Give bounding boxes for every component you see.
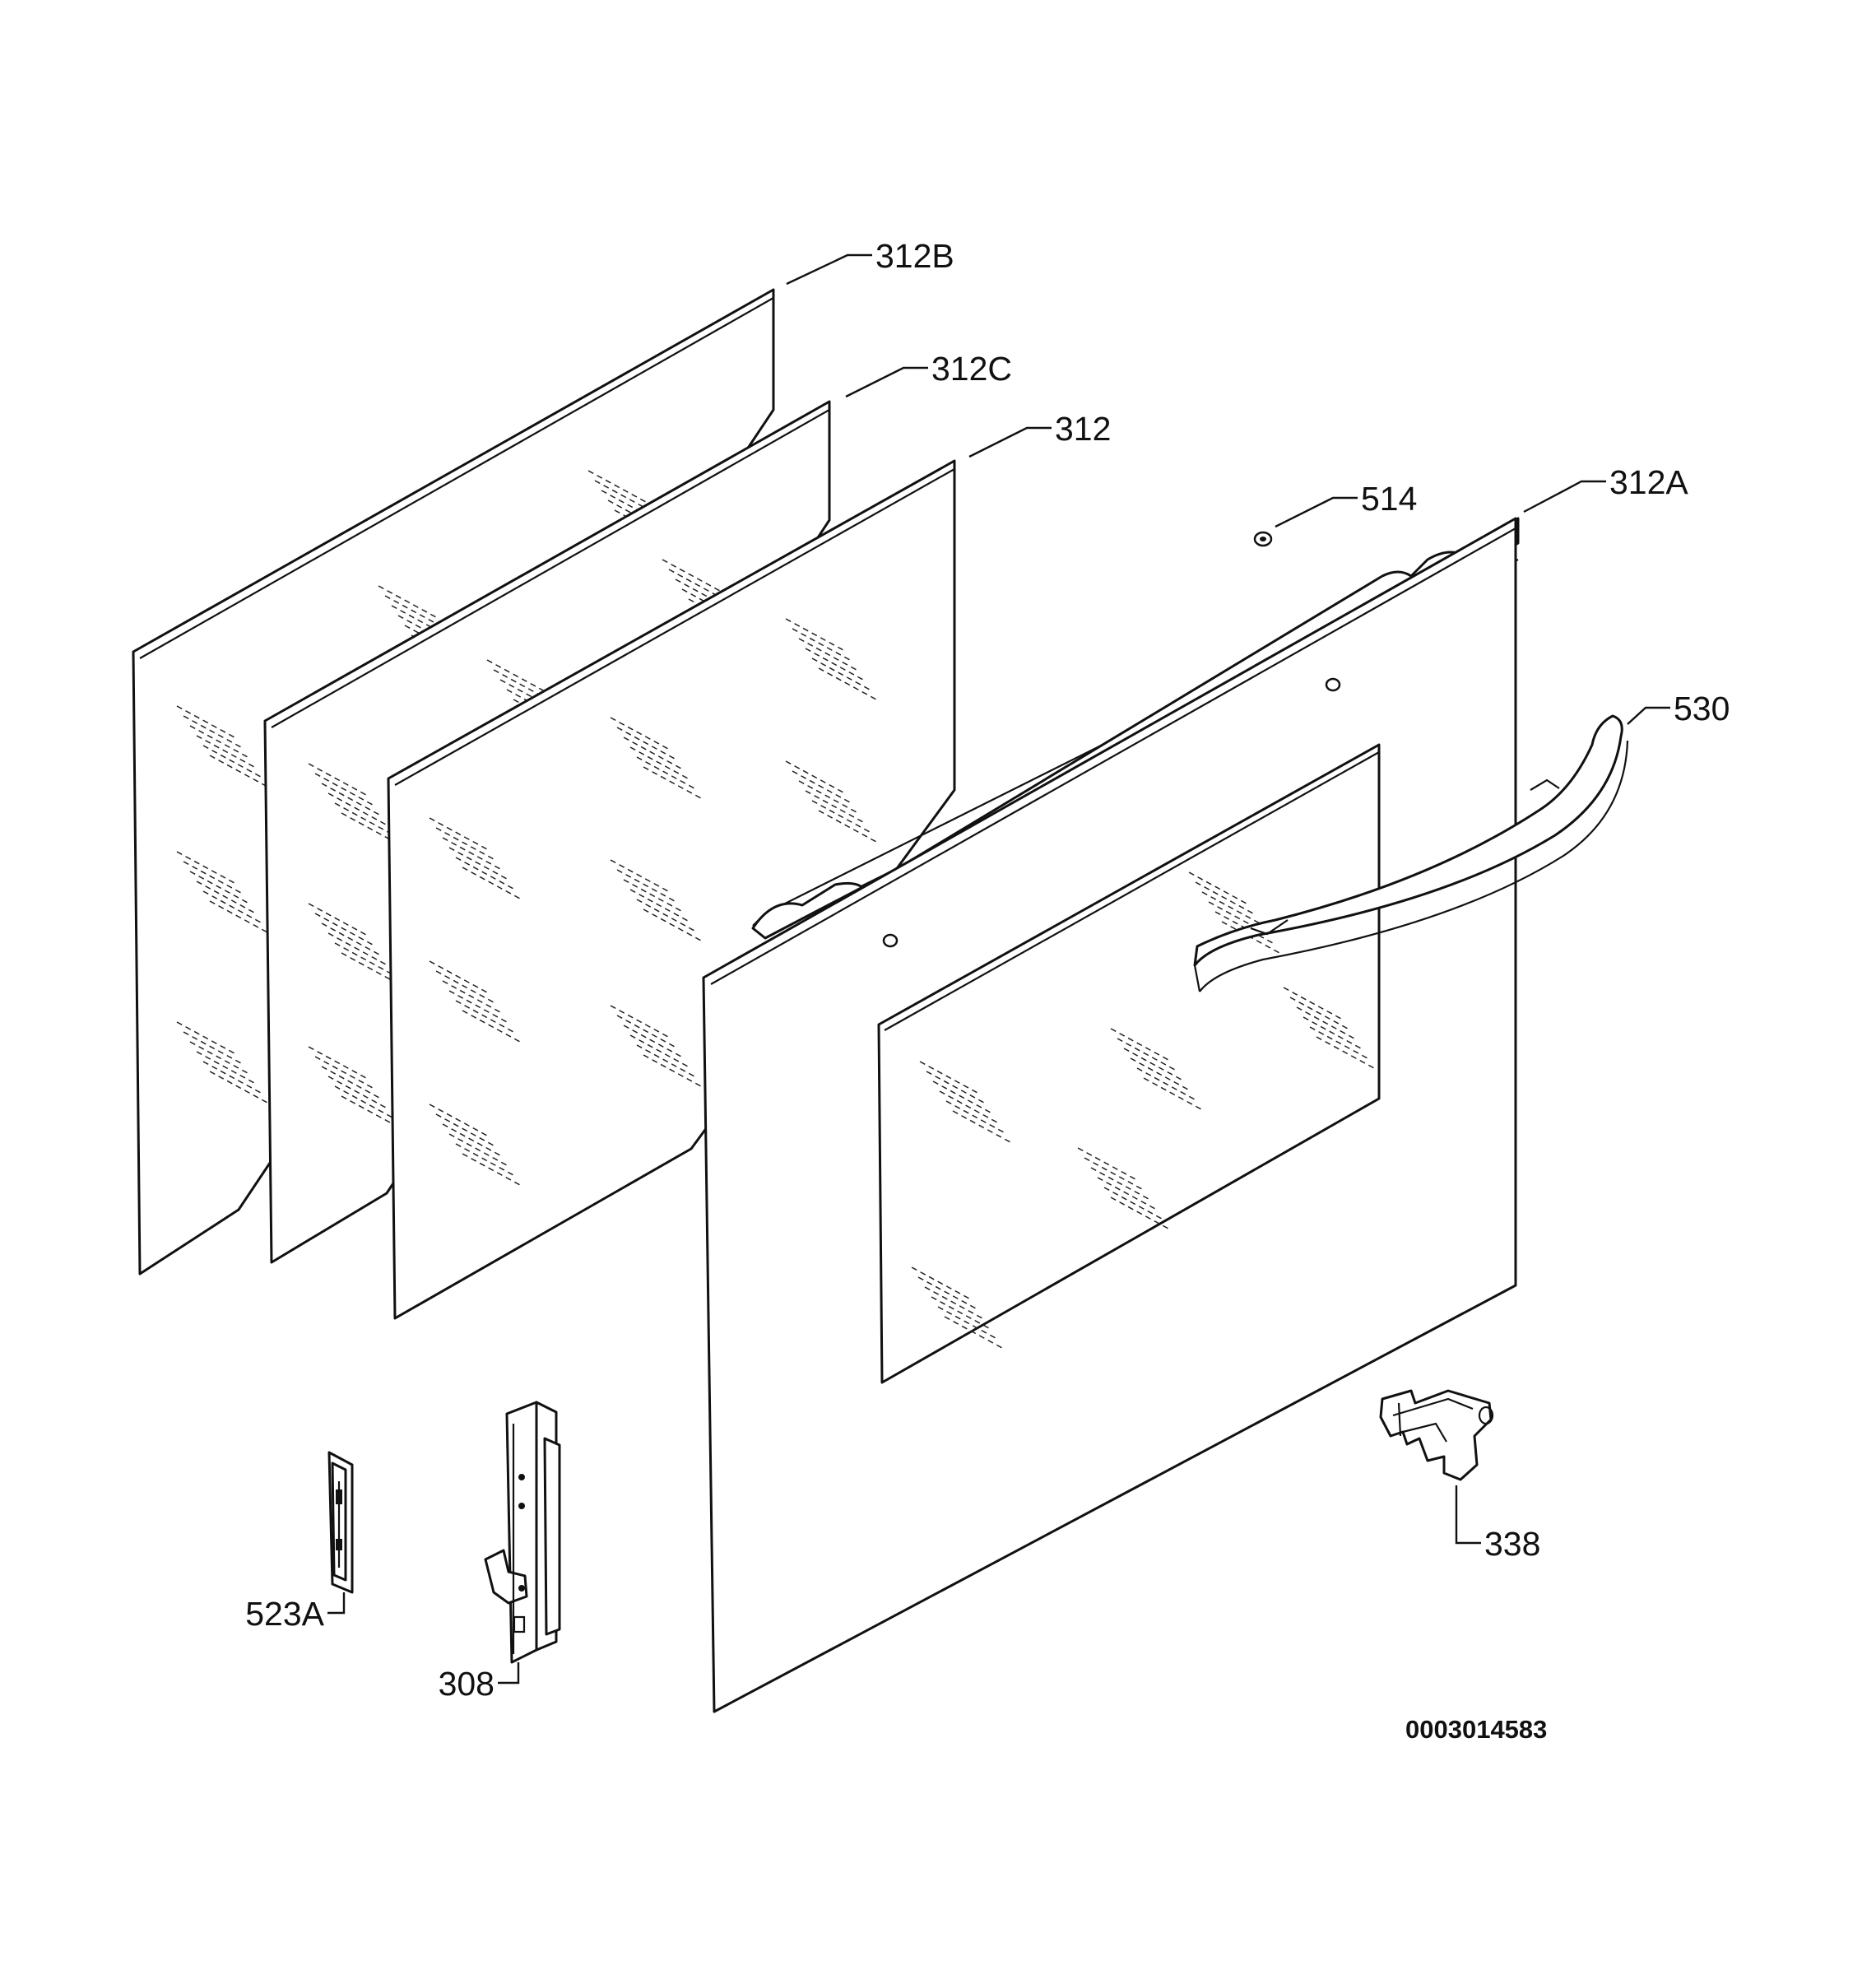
label-312: 312: [1055, 410, 1111, 448]
leader-lines: [327, 253, 1670, 1685]
label-312A: 312A: [1609, 463, 1688, 501]
document-number: 0003014583: [1405, 1715, 1547, 1744]
door-handle-530: [1193, 714, 1629, 992]
label-338: 338: [1484, 1525, 1540, 1563]
label-514: 514: [1361, 480, 1417, 518]
door-lock-338: [1379, 1389, 1494, 1481]
label-523A: 523A: [245, 1595, 324, 1633]
label-312B: 312B: [875, 237, 954, 275]
screw-514: [1253, 531, 1273, 547]
label-312C: 312C: [931, 350, 1012, 388]
label-530: 530: [1674, 690, 1730, 727]
door-front-312A: [702, 517, 1520, 1713]
hinge-308: [484, 1401, 561, 1664]
hinge-cover-523A: [327, 1451, 354, 1594]
label-308: 308: [439, 1665, 495, 1703]
